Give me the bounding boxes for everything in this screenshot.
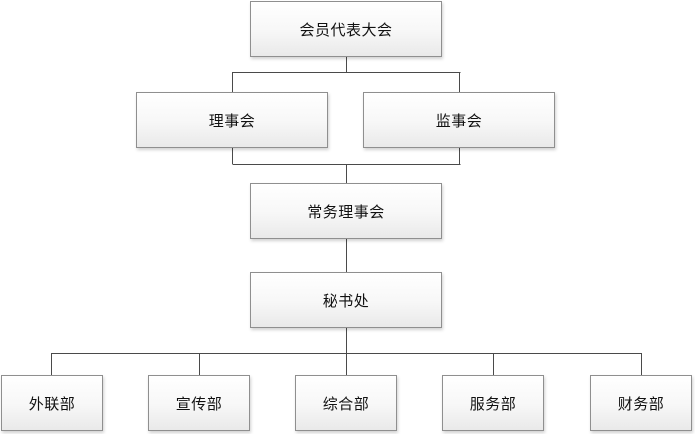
node-council: 理事会 [136, 92, 328, 148]
node-dept-5: 财务部 [590, 375, 692, 431]
node-dept-2-label: 宣传部 [175, 394, 223, 413]
node-general-assembly-label: 会员代表大会 [299, 20, 393, 39]
node-standing-council: 常务理事会 [250, 183, 442, 239]
node-dept-3: 综合部 [295, 375, 397, 431]
node-dept-1-label: 外联部 [28, 394, 76, 413]
node-secretariat-label: 秘书处 [322, 291, 370, 310]
node-dept-2: 宣传部 [148, 375, 250, 431]
node-supervisors-label: 监事会 [435, 111, 483, 130]
node-dept-5-label: 财务部 [617, 394, 665, 413]
node-dept-3-label: 综合部 [322, 394, 370, 413]
node-dept-4: 服务部 [442, 375, 544, 431]
node-secretariat: 秘书处 [250, 272, 442, 328]
node-council-label: 理事会 [208, 111, 256, 130]
node-supervisors: 监事会 [363, 92, 555, 148]
node-dept-4-label: 服务部 [469, 394, 517, 413]
node-dept-1: 外联部 [1, 375, 103, 431]
node-general-assembly: 会员代表大会 [250, 1, 442, 57]
node-standing-council-label: 常务理事会 [307, 202, 385, 221]
